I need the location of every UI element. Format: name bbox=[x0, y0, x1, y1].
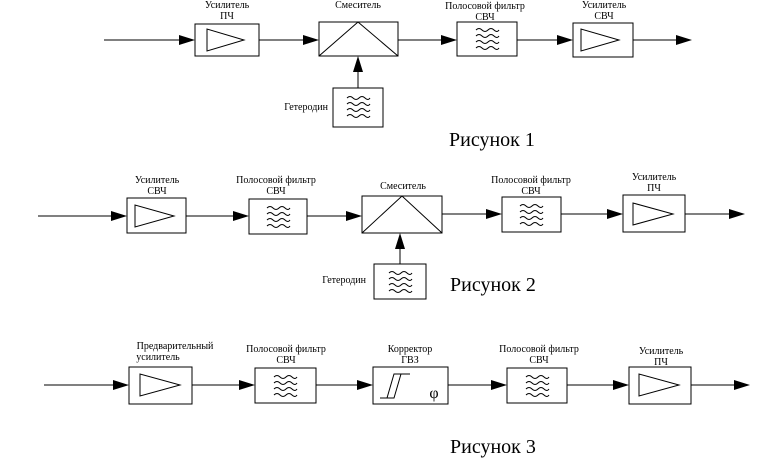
figure-caption: Рисунок 3 bbox=[450, 436, 536, 458]
if-amplifier-block bbox=[628, 366, 692, 405]
microwave-amplifier-block bbox=[572, 22, 634, 58]
if-amplifier-block bbox=[194, 23, 260, 57]
figure-3: φ Предварительный усилитель Полосовой фи… bbox=[44, 341, 750, 458]
bandpass-filter-block bbox=[254, 367, 317, 404]
block-label: ПЧ bbox=[647, 183, 661, 194]
block-label: Полосовой фильтр bbox=[236, 175, 316, 186]
block-label: Смеситель bbox=[380, 181, 426, 192]
bandpass-filter-block bbox=[506, 367, 568, 404]
block-label: Полосовой фильтр bbox=[246, 344, 326, 355]
block-label: Усилитель bbox=[205, 0, 250, 11]
figure-caption: Рисунок 2 bbox=[450, 274, 536, 296]
block-label: СВЧ bbox=[594, 11, 614, 22]
mixer-block bbox=[361, 195, 443, 234]
bandpass-filter-block bbox=[456, 21, 518, 57]
block-label: Усилитель bbox=[632, 172, 677, 183]
block-label: Полосовой фильтр bbox=[491, 175, 571, 186]
block-label: Усилитель bbox=[582, 0, 627, 11]
bandpass-filter-block bbox=[501, 196, 562, 233]
block-label: СВЧ bbox=[521, 186, 541, 197]
local-oscillator-block bbox=[373, 263, 427, 300]
block-label: СВЧ bbox=[529, 355, 549, 366]
block-label: Корректор bbox=[388, 344, 433, 355]
microwave-amplifier-block bbox=[126, 197, 187, 234]
block-label: ГВЗ bbox=[401, 355, 418, 366]
figure-2: Усилитель СВЧ Полосовой фильтр СВЧ Смеси… bbox=[38, 172, 745, 300]
oscillator-label: Гетеродин bbox=[322, 275, 366, 286]
phase-symbol: φ bbox=[429, 385, 438, 402]
block-label: Предварительный bbox=[137, 341, 214, 352]
block-label: ПЧ bbox=[220, 11, 234, 22]
block-label: ПЧ bbox=[654, 357, 668, 368]
block-label: Полосовой фильтр bbox=[499, 344, 579, 355]
block-label: Смеситель bbox=[335, 0, 381, 11]
figure-1: Усилитель ПЧ Смеситель Полосовой фильтр … bbox=[104, 0, 692, 151]
if-amplifier-block bbox=[622, 194, 686, 233]
block-label: усилитель bbox=[136, 352, 180, 363]
block-label: СВЧ bbox=[276, 355, 296, 366]
group-delay-corrector-block: φ bbox=[372, 366, 449, 405]
local-oscillator-block bbox=[332, 87, 384, 128]
bandpass-filter-block bbox=[248, 198, 308, 235]
block-label: СВЧ bbox=[475, 12, 495, 23]
mixer-block bbox=[318, 21, 399, 57]
block-label: Усилитель bbox=[135, 175, 180, 186]
preamplifier-block bbox=[128, 366, 193, 405]
oscillator-label: Гетеродин bbox=[284, 102, 328, 113]
figure-caption: Рисунок 1 bbox=[449, 129, 535, 151]
block-label: СВЧ bbox=[147, 186, 167, 197]
block-label: Усилитель bbox=[639, 346, 684, 357]
block-label: Полосовой фильтр bbox=[445, 1, 525, 12]
block-label: СВЧ bbox=[266, 186, 286, 197]
